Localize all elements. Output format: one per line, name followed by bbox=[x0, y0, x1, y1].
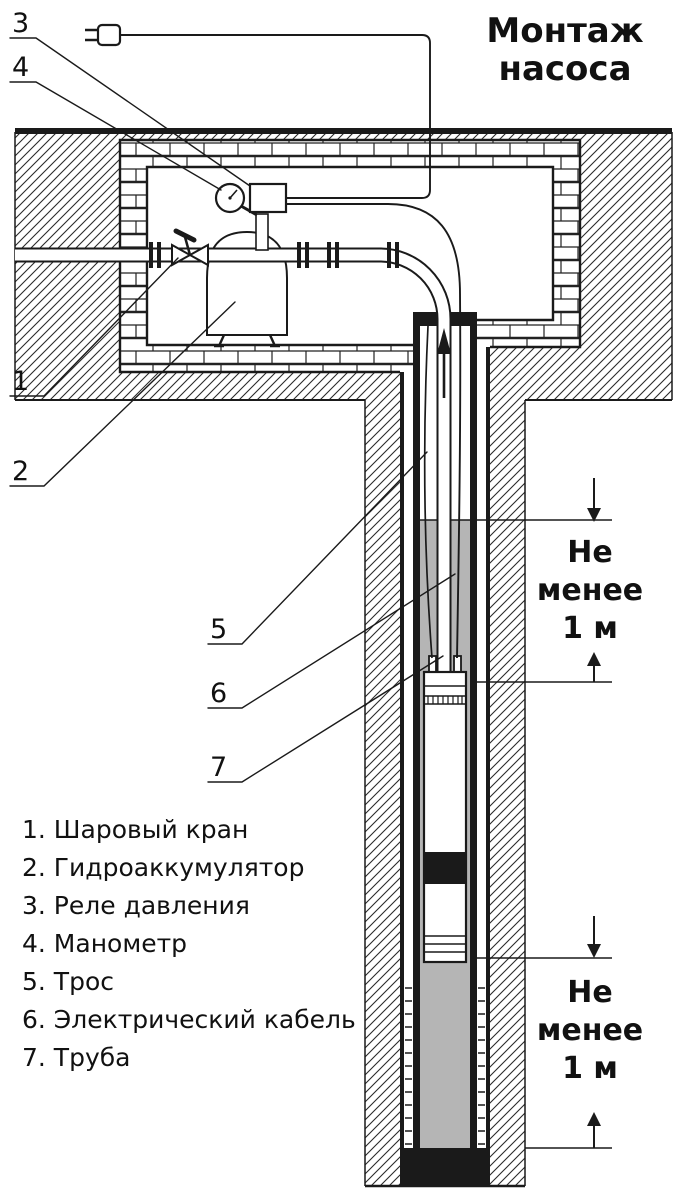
pump-intake-screen bbox=[427, 696, 463, 704]
well-casing-right bbox=[470, 318, 477, 1148]
soil-right-block bbox=[580, 134, 672, 400]
callout-1: 1 bbox=[9, 257, 179, 397]
callout-4: 4 bbox=[9, 52, 222, 191]
ground-surface-line bbox=[15, 128, 672, 134]
ball-valve bbox=[171, 228, 209, 267]
tank-legs bbox=[214, 334, 280, 348]
plug-prongs bbox=[85, 28, 98, 42]
arrow-up-icon bbox=[587, 652, 601, 682]
pipe-flanges bbox=[297, 242, 399, 268]
electric-cable-line bbox=[286, 203, 462, 659]
callout-5: 5 bbox=[207, 451, 428, 645]
callout-4-number: 4 bbox=[12, 52, 29, 83]
pressure-relay-box bbox=[248, 182, 288, 214]
callout-4-leader bbox=[9, 81, 222, 191]
callout-6-leader bbox=[207, 573, 456, 709]
diagram-title: Монтаж насоса bbox=[486, 11, 643, 89]
arrow-up-icon bbox=[587, 1112, 601, 1148]
well-excavation-edges bbox=[364, 400, 526, 1186]
borehole-wall-right bbox=[486, 347, 490, 1186]
safety-rope-line bbox=[423, 325, 433, 659]
pit-outer-outline bbox=[118, 138, 582, 374]
soil-top-sliver bbox=[120, 134, 580, 142]
power-cable-to-relay bbox=[120, 34, 431, 199]
pit-right-wall-bricks bbox=[553, 167, 580, 320]
arrow-down-icon bbox=[587, 916, 601, 958]
callout-3: 3 bbox=[9, 8, 251, 187]
lower-min-depth-l3: 1 м bbox=[562, 1051, 618, 1086]
pit-floor-left-bricks bbox=[147, 345, 413, 372]
pump-motor-band bbox=[424, 852, 466, 884]
callouts: 3 4 1 2 5 6 7 bbox=[9, 8, 456, 783]
title-line2: насоса bbox=[498, 49, 631, 89]
title-line1: Монтаж bbox=[486, 11, 643, 51]
legend-item-manometer: 4. Манометр bbox=[22, 929, 187, 958]
soil-side-edges bbox=[14, 132, 673, 400]
callout-2: 2 bbox=[9, 301, 236, 487]
callout-5-leader bbox=[207, 451, 428, 645]
borehole-wall-left bbox=[400, 372, 404, 1186]
lower-min-depth-l1: Не bbox=[567, 975, 612, 1010]
arrow-down-icon bbox=[587, 478, 601, 522]
soil-under-pit-left bbox=[120, 372, 403, 400]
pump-bottom-lines bbox=[424, 935, 466, 953]
callout-5-number: 5 bbox=[210, 614, 227, 645]
relay-stub-pipe bbox=[255, 213, 269, 251]
pit-roof-bricks bbox=[120, 140, 580, 167]
annulus-right bbox=[477, 347, 486, 1148]
power-plug bbox=[85, 23, 122, 47]
pit-equipment bbox=[15, 23, 452, 674]
pipe-unions bbox=[149, 242, 161, 268]
annulus-left bbox=[404, 372, 413, 1148]
callout-2-leader bbox=[9, 301, 236, 487]
well-casing-left bbox=[413, 318, 420, 1148]
ground-soil bbox=[14, 128, 673, 1188]
callout-1-number: 1 bbox=[12, 366, 29, 397]
legend-item-hydroaccumulator: 2. Гидроаккумулятор bbox=[22, 853, 304, 882]
soil-left-block bbox=[15, 134, 120, 400]
soil-strip-right-of-well bbox=[490, 400, 525, 1186]
pit-left-wall-bricks bbox=[120, 167, 147, 372]
callout-7-leader bbox=[207, 655, 444, 783]
upper-min-depth-l3: 1 м bbox=[562, 611, 618, 646]
callout-6: 6 bbox=[207, 573, 456, 709]
callout-2-number: 2 bbox=[12, 456, 29, 487]
gauge-needle bbox=[229, 189, 238, 199]
dimension-upper: Не менее 1 м bbox=[477, 478, 643, 683]
well-sump bbox=[403, 1148, 487, 1186]
legend-item-rope: 5. Трос bbox=[22, 967, 114, 996]
legend-item-pipe: 7. Труба bbox=[22, 1043, 130, 1072]
callout-3-leader bbox=[9, 37, 251, 187]
pump-assembly bbox=[286, 203, 468, 964]
dimension-lower: Не менее 1 м bbox=[477, 916, 643, 1149]
upper-min-depth-l1: Не bbox=[567, 535, 612, 570]
pump-hook-right bbox=[453, 655, 462, 673]
callout-7-number: 7 bbox=[210, 752, 227, 783]
pump-body bbox=[422, 670, 468, 964]
callout-1-leader bbox=[9, 257, 179, 397]
legend-item-electric-cable: 6. Электрический кабель bbox=[22, 1005, 356, 1034]
soil-under-pit-right bbox=[477, 347, 580, 400]
callout-7: 7 bbox=[207, 655, 444, 783]
legend: 1. Шаровый кран 2. Гидроаккумулятор 3. Р… bbox=[22, 815, 356, 1072]
soil-strip-left-of-well bbox=[365, 400, 400, 1186]
callout-6-number: 6 bbox=[210, 678, 227, 709]
gravel-filter-ticks bbox=[405, 987, 485, 1145]
legend-item-pressure-relay: 3. Реле давления bbox=[22, 891, 250, 920]
valve-lever bbox=[173, 228, 197, 243]
pit-floor-right-bricks bbox=[477, 320, 580, 347]
upper-min-depth-l2: менее bbox=[537, 573, 643, 608]
flow-arrow-icon bbox=[437, 328, 451, 398]
legend-item-ball-valve: 1. Шаровый кран bbox=[22, 815, 248, 844]
pump-top-lines bbox=[424, 685, 466, 705]
lower-min-depth-l2: менее bbox=[537, 1013, 643, 1048]
callout-3-number: 3 bbox=[12, 8, 29, 39]
submersible-pump bbox=[422, 655, 468, 964]
